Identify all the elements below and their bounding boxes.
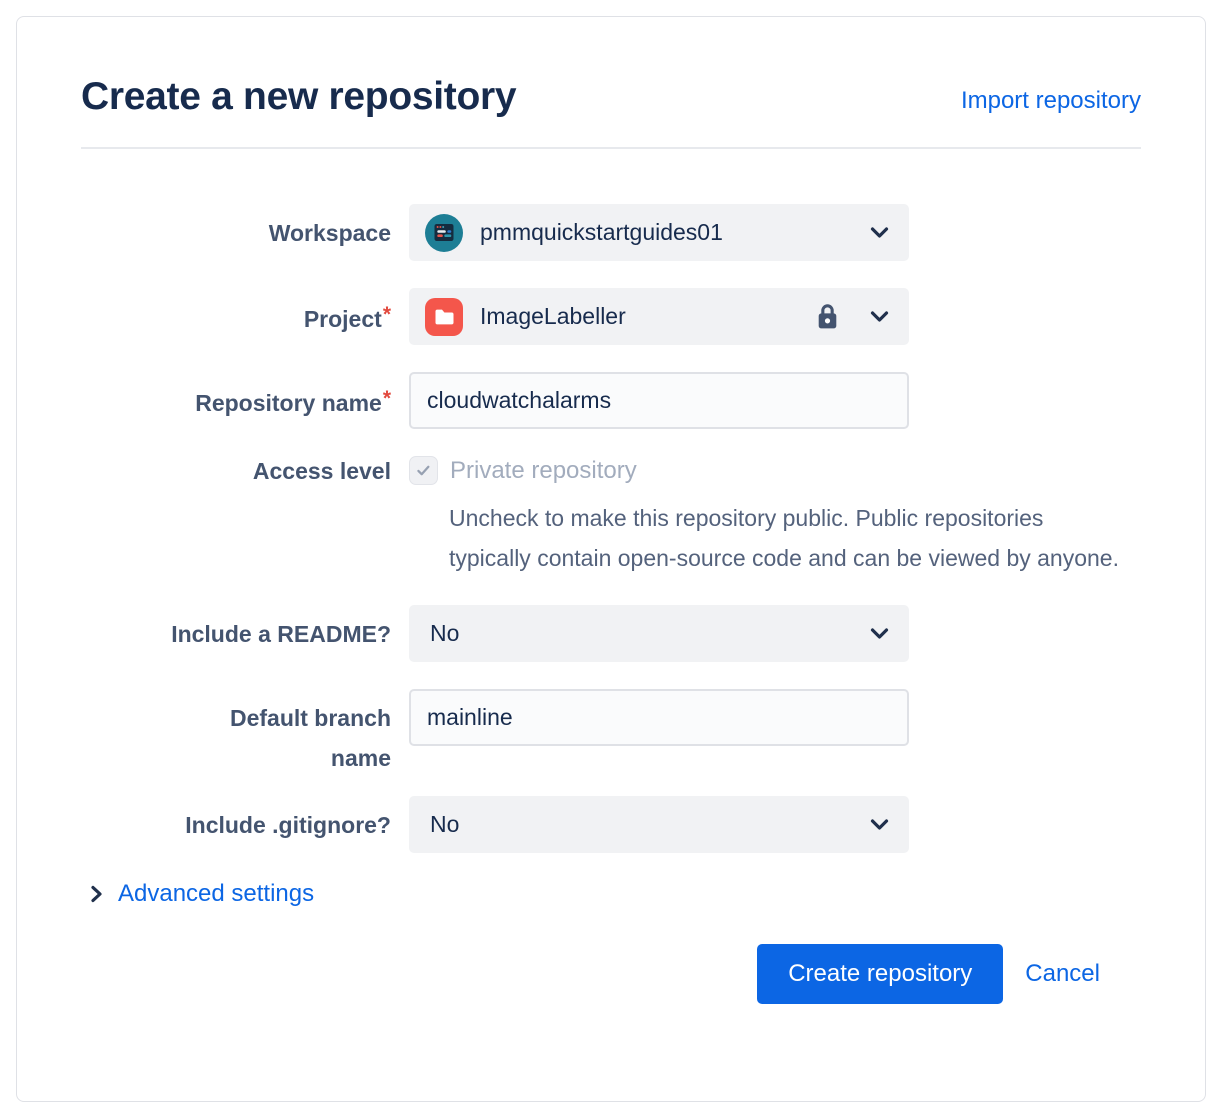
default-branch-input[interactable] (409, 689, 909, 746)
default-branch-row: Default branch name (81, 689, 1141, 778)
project-label-text: Project (303, 305, 382, 332)
required-asterisk: * (382, 386, 391, 410)
chevron-right-icon (90, 884, 103, 904)
include-readme-label: Include a README? (81, 614, 391, 654)
include-readme-row: Include a README? No (81, 605, 1141, 662)
page-title: Create a new repository (81, 75, 517, 118)
access-level-label: Access level (81, 456, 391, 486)
include-readme-value: No (430, 620, 460, 646)
include-readme-label-text: Include a README? (171, 620, 391, 647)
repository-name-label: Repository name* (81, 379, 391, 423)
advanced-settings-label: Advanced settings (118, 880, 315, 907)
checkmark-icon (417, 465, 430, 476)
workspace-select[interactable]: pmmquickstartguides01 (409, 204, 909, 261)
workspace-label: Workspace (81, 213, 391, 253)
workspace-row: Workspace (81, 204, 1141, 261)
workspace-value: pmmquickstartguides01 (480, 219, 723, 245)
dialog-footer: Create repository Cancel (81, 944, 1141, 1004)
include-readme-select[interactable]: No (409, 605, 909, 662)
required-asterisk: * (382, 302, 391, 326)
include-gitignore-label: Include .gitignore? (81, 805, 391, 845)
include-gitignore-select[interactable]: No (409, 796, 909, 853)
lock-icon (815, 302, 840, 331)
access-level-help-text: Uncheck to make this repository public. … (449, 505, 1119, 571)
project-value: ImageLabeller (480, 303, 626, 329)
repository-name-label-text: Repository name (195, 389, 382, 416)
project-avatar (425, 297, 463, 336)
workspace-avatar (425, 213, 463, 252)
access-level-label-text: Access level (252, 458, 391, 484)
chevron-down-icon (870, 310, 889, 323)
repository-name-row: Repository name* (81, 372, 1141, 429)
chevron-down-icon (870, 627, 889, 640)
header-divider (81, 147, 1141, 149)
create-repository-button[interactable]: Create repository (757, 944, 1004, 1004)
project-row: Project* ImageLabeller (81, 288, 1141, 345)
default-branch-label: Default branch name (229, 705, 391, 771)
access-level-row: Access level Private repository Uncheck … (81, 456, 1141, 578)
include-gitignore-label-text: Include .gitignore? (185, 811, 391, 838)
chevron-down-icon (870, 226, 889, 239)
repository-name-input[interactable] (409, 372, 909, 429)
include-gitignore-row: Include .gitignore? No (81, 796, 1141, 853)
advanced-settings-toggle[interactable]: Advanced settings (90, 880, 314, 908)
cancel-button[interactable]: Cancel (1025, 960, 1100, 987)
create-repository-form: Workspace (81, 204, 1141, 853)
private-repository-checkbox[interactable] (409, 456, 438, 485)
create-repository-dialog: Create a new repository Import repositor… (16, 16, 1206, 1102)
workspace-label-text: Workspace (268, 219, 391, 246)
include-gitignore-value: No (430, 811, 460, 837)
import-repository-link[interactable]: Import repository (960, 87, 1141, 114)
private-repository-label: Private repository (450, 456, 637, 484)
project-select[interactable]: ImageLabeller (409, 288, 909, 345)
dialog-header: Create a new repository Import repositor… (81, 17, 1141, 121)
project-label: Project* (81, 295, 391, 339)
chevron-down-icon (870, 818, 889, 831)
